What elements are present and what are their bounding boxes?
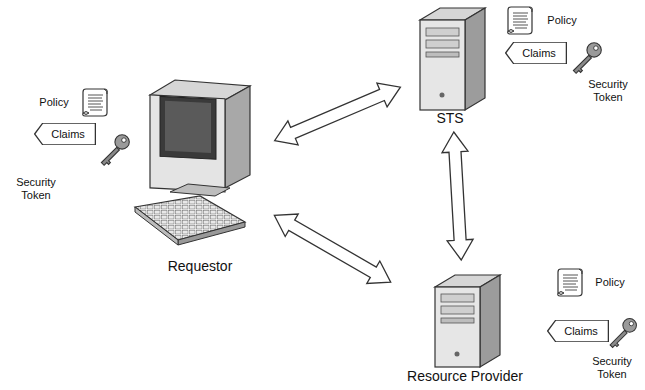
claims-tag: Claims xyxy=(34,123,96,145)
machine-node: Requestor xyxy=(130,70,270,275)
policy-scroll xyxy=(83,89,107,116)
claims-text: Claims xyxy=(516,47,556,59)
machine-node: Resource Provider xyxy=(395,265,535,385)
icon-label: Policy xyxy=(537,14,587,27)
node-caption: Resource Provider xyxy=(407,368,523,385)
token-key xyxy=(101,135,129,166)
icon-label: Security Token xyxy=(584,355,640,381)
token-key xyxy=(610,319,636,348)
claims-tag: Claims xyxy=(547,320,609,342)
claims-text: Claims xyxy=(45,128,85,140)
icon-label: Policy xyxy=(30,96,78,109)
node-caption: STS xyxy=(436,110,463,127)
icon-label: Policy xyxy=(585,276,635,289)
machine-node: STS xyxy=(405,5,495,127)
tag-shape xyxy=(35,123,96,145)
server-icon xyxy=(420,8,485,110)
server-icon xyxy=(435,275,500,367)
workstation-icon xyxy=(135,80,250,245)
block-arrow xyxy=(275,83,401,145)
block-arrow xyxy=(442,132,473,260)
icon-label: Security Token xyxy=(578,78,638,104)
tag-shape xyxy=(506,42,567,64)
tag-shape xyxy=(548,320,609,342)
block-arrow xyxy=(274,214,390,284)
token-key xyxy=(573,43,601,74)
claims-tag: Claims xyxy=(505,42,567,64)
claims-text: Claims xyxy=(558,325,598,337)
icon-label: Security Token xyxy=(6,176,66,202)
policy-scroll xyxy=(558,269,582,296)
policy-scroll xyxy=(508,7,532,34)
node-caption: Requestor xyxy=(168,258,233,275)
